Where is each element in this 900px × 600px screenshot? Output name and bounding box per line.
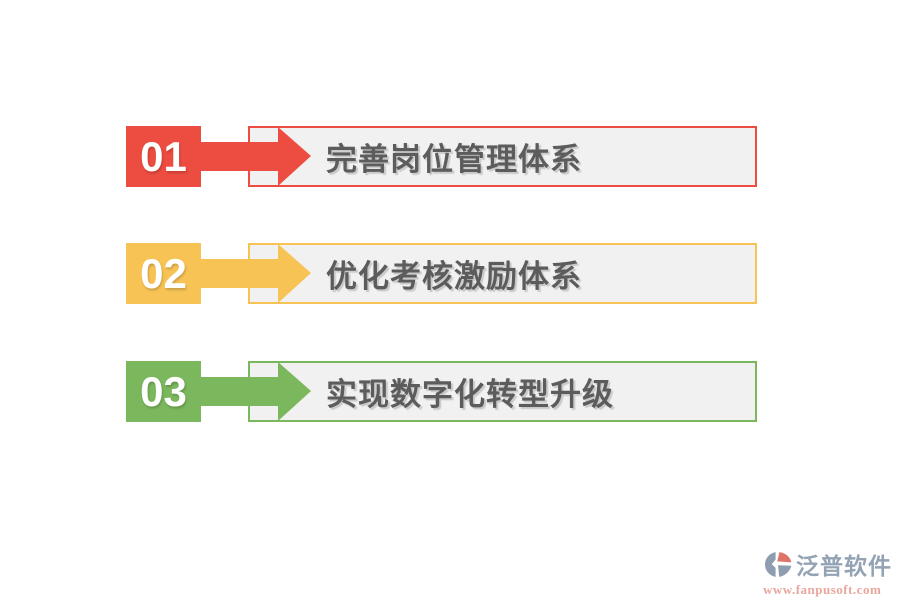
step-title-box: 实现数字化转型升级 — [248, 361, 757, 422]
arrow-stem — [200, 377, 280, 406]
step-title-box: 优化考核激励体系 — [248, 243, 757, 304]
watermark-brand-text: 泛普软件 — [796, 553, 892, 579]
step-title-box: 完善岗位管理体系 — [248, 126, 757, 187]
fanpu-logo-icon — [764, 551, 792, 577]
step-number-badge: 03 — [126, 361, 201, 422]
process-step-3: 实现数字化转型升级 03 — [126, 361, 757, 422]
arrow-right-icon — [278, 244, 311, 303]
process-step-2: 优化考核激励体系 02 — [126, 243, 757, 304]
step-number-badge: 01 — [126, 126, 201, 187]
step-number: 02 — [140, 249, 187, 297]
arrow-stem — [200, 259, 280, 288]
step-title: 优化考核激励体系 — [326, 259, 582, 294]
step-number: 01 — [140, 132, 187, 180]
arrow-stem — [200, 142, 280, 171]
watermark-url-text: www.fanpusoft.com — [763, 582, 882, 597]
process-step-1: 完善岗位管理体系 01 — [126, 126, 757, 187]
step-number: 03 — [140, 367, 187, 415]
arrow-right-icon — [278, 127, 311, 186]
step-title: 实现数字化转型升级 — [326, 377, 614, 412]
step-number-badge: 02 — [126, 243, 201, 304]
arrow-right-icon — [278, 362, 311, 421]
vendor-watermark: 泛普软件 www.fanpusoft.com — [763, 547, 893, 598]
step-title: 完善岗位管理体系 — [326, 142, 582, 177]
